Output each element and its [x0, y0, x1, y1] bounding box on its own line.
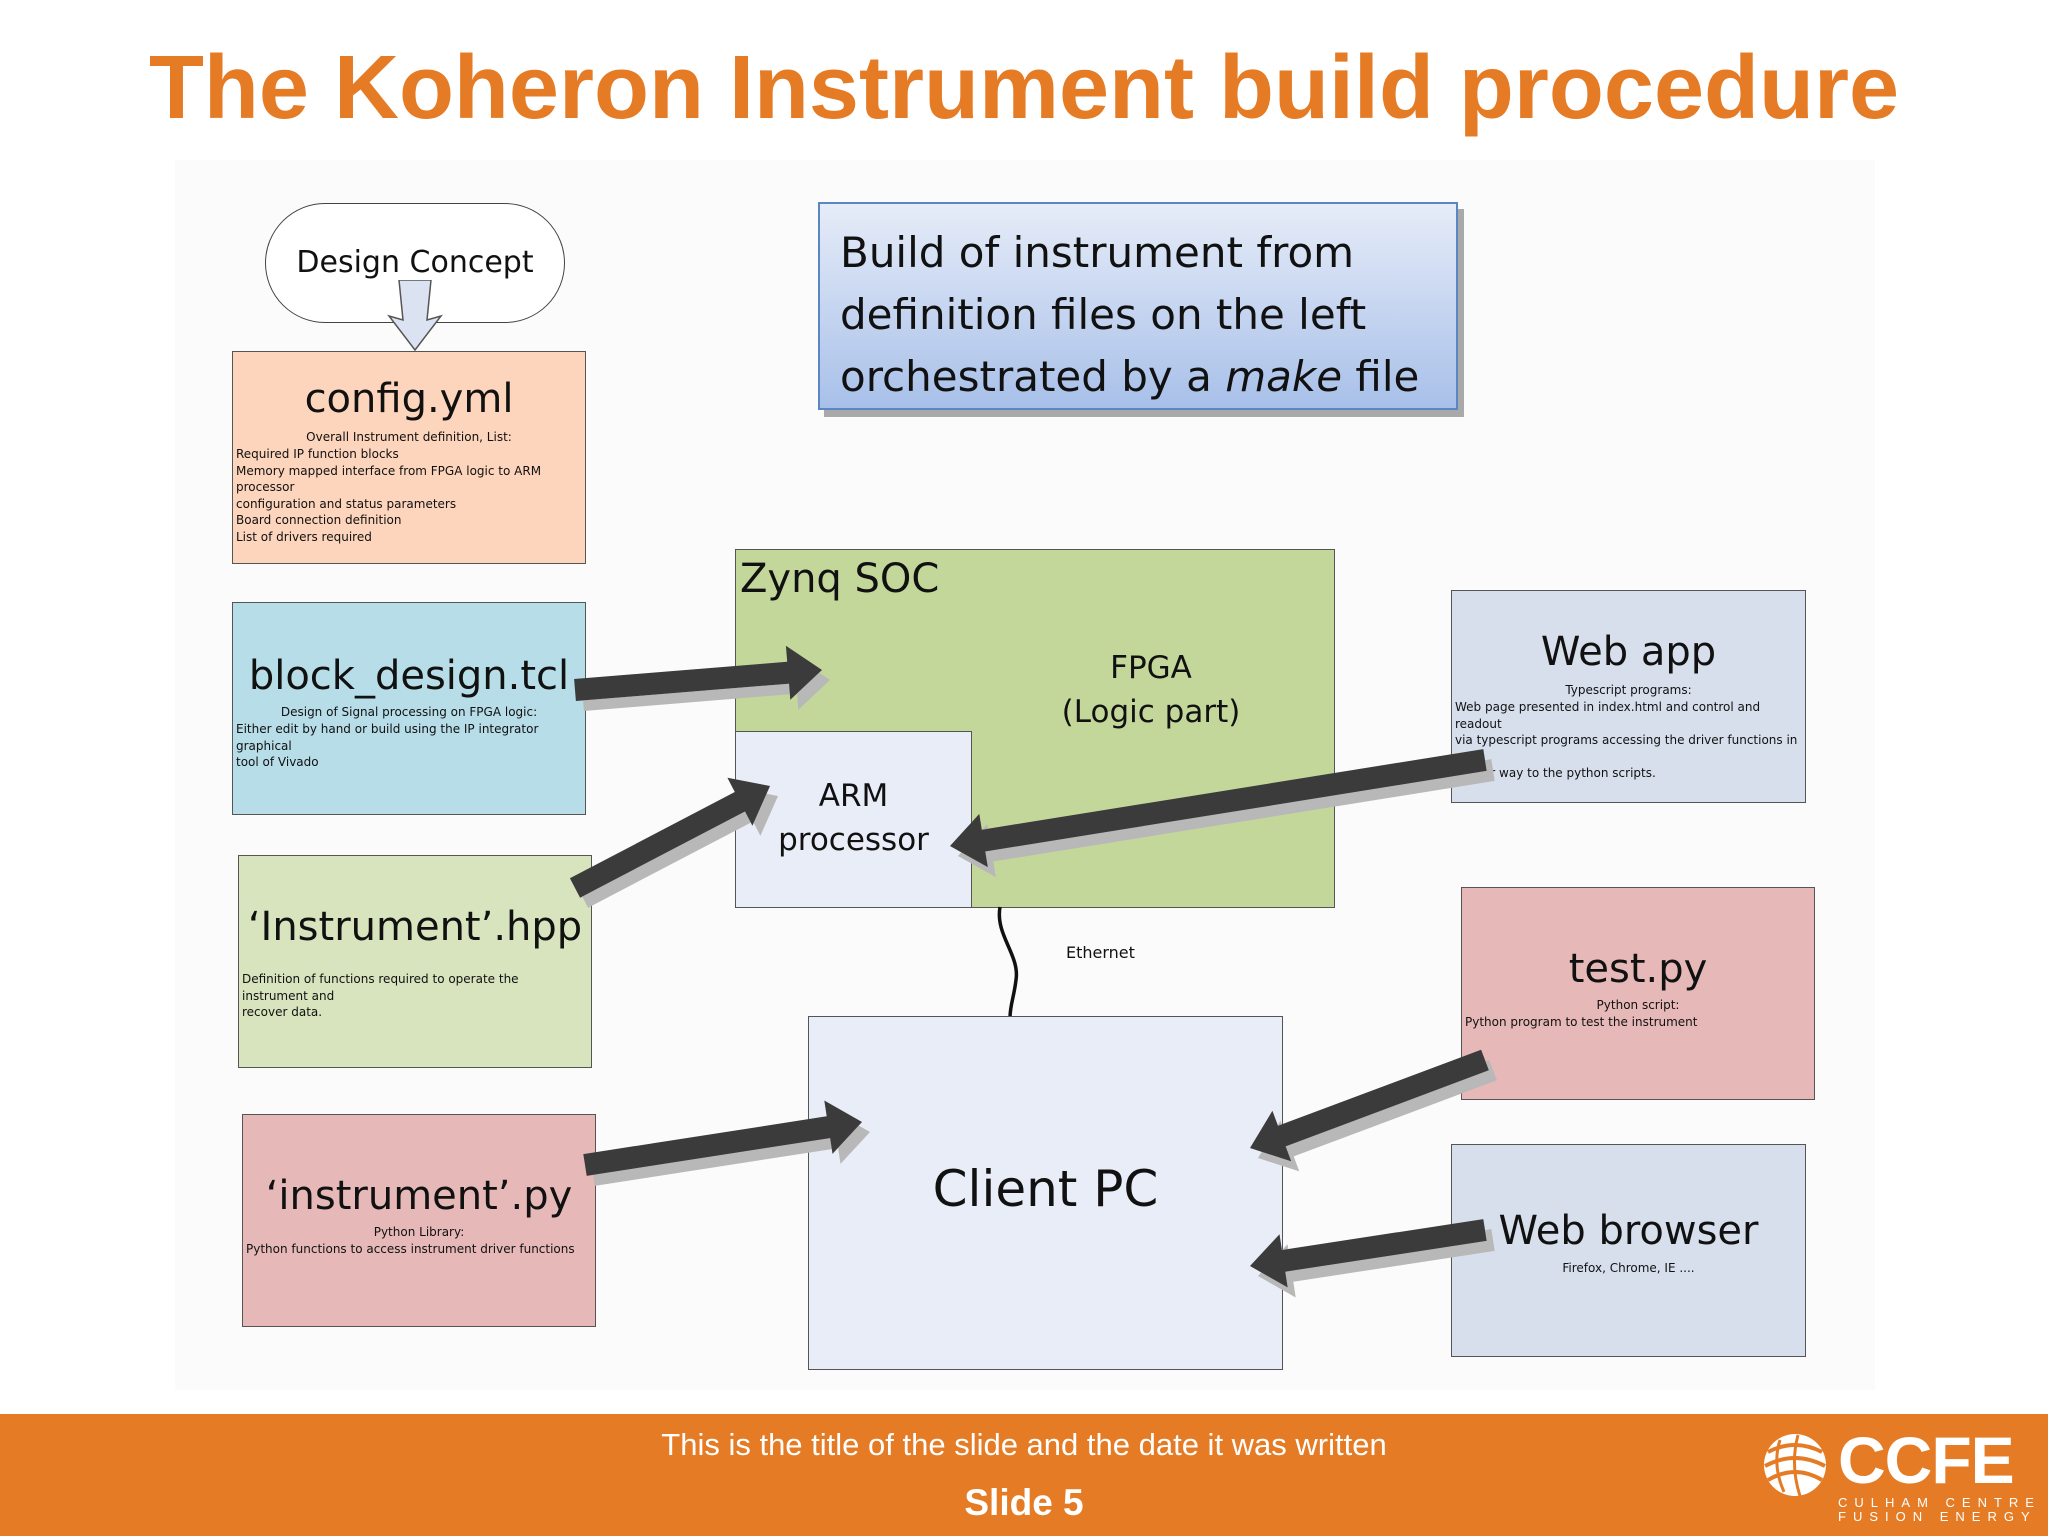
instrument-py-subtitle: Python Library:	[373, 1225, 465, 1239]
arrow-webapp-to-arm	[950, 749, 1487, 868]
note-line-2: definition files on the left	[840, 290, 1367, 339]
web-browser-subtitle: Firefox, Chrome, IE ....	[1562, 1261, 1695, 1275]
arrow-browser-to-client	[1250, 1219, 1487, 1288]
ethernet-label: Ethernet	[1066, 943, 1135, 962]
slide-number: Slide 5	[964, 1482, 1084, 1523]
instrument-hpp-description: Definition of functions required to oper…	[242, 972, 519, 1019]
client-pc-label: Client PC	[932, 1160, 1159, 1218]
web-app-box: Web app Typescript programs: Web page pr…	[1451, 590, 1806, 803]
footer-caption: This is the title of the slide and the d…	[661, 1427, 1387, 1462]
build-note: Build of instrument from definition file…	[818, 202, 1458, 410]
ccfe-logo-subtitle: CULHAM CENTRE FUSION ENERGY	[1838, 1495, 2041, 1524]
config-yml-box: config.yml Overall Instrument definition…	[232, 351, 586, 564]
block-design-subtitle: Design of Signal processing on FPGA logi…	[280, 705, 538, 719]
instrument-hpp-box: ‘Instrument’.hpp Definition of functions…	[238, 855, 592, 1068]
ccfe-logo-text: CCFE	[1838, 1423, 2015, 1497]
test-py-description: Python program to test the instrument	[1465, 1015, 1698, 1029]
instrument-py-box: ‘instrument’.py Python Library: Python f…	[242, 1114, 596, 1327]
note-line-1: Build of instrument from	[840, 228, 1355, 277]
arm-processor-box: ARM processor	[735, 731, 972, 908]
note-line-3: orchestrated by a make file	[840, 352, 1420, 401]
instrument-py-title: ‘instrument’.py	[265, 1173, 573, 1219]
arrow-hpp-to-arm	[569, 777, 770, 898]
zynq-soc-label: Zynq SOC	[740, 556, 940, 602]
arrow-py-to-client	[583, 1100, 862, 1176]
config-yml-title: config.yml	[304, 376, 514, 422]
ccfe-globe-icon	[1764, 1434, 1826, 1497]
block-design-tcl-box: block_design.tcl Design of Signal proces…	[232, 602, 586, 815]
web-app-description: Web page presented in index.html and con…	[1455, 700, 1798, 780]
test-py-title: test.py	[1568, 946, 1708, 992]
zynq-soc-box: Zynq SOC FPGA (Logic part)	[735, 549, 1335, 908]
config-yml-description: Required IP function blocks Memory mappe…	[236, 447, 542, 544]
block-design-description: Either edit by hand or build using the I…	[236, 722, 539, 769]
web-app-title: Web app	[1540, 629, 1717, 675]
web-browser-box: Web browser Firefox, Chrome, IE ....	[1451, 1144, 1806, 1357]
test-py-box: test.py Python script: Python program to…	[1461, 887, 1815, 1100]
slide-title: The Koheron Instrument build procedure	[148, 38, 1900, 138]
web-app-subtitle: Typescript programs:	[1565, 683, 1692, 697]
test-py-subtitle: Python script:	[1596, 998, 1680, 1012]
block-design-title: block_design.tcl	[248, 653, 570, 699]
instrument-hpp-title: ‘Instrument’.hpp	[247, 904, 583, 950]
client-pc-box: Client PC	[808, 1016, 1283, 1370]
down-arrow-icon	[387, 280, 443, 352]
footer-bar	[0, 1414, 2048, 1536]
arm-processor-label: ARM processor	[778, 778, 929, 858]
config-yml-subtitle: Overall Instrument definition, List:	[306, 430, 512, 444]
ethernet-cable	[997, 906, 1019, 1019]
arrow-testpy-to-client	[1250, 1049, 1489, 1162]
make-keyword: make	[1225, 352, 1343, 401]
web-browser-title: Web browser	[1498, 1208, 1759, 1254]
fpga-label: FPGA (Logic part)	[1061, 650, 1241, 730]
instrument-py-description: Python functions to access instrument dr…	[246, 1242, 575, 1256]
arrow-block-design-to-fpga	[574, 645, 822, 701]
